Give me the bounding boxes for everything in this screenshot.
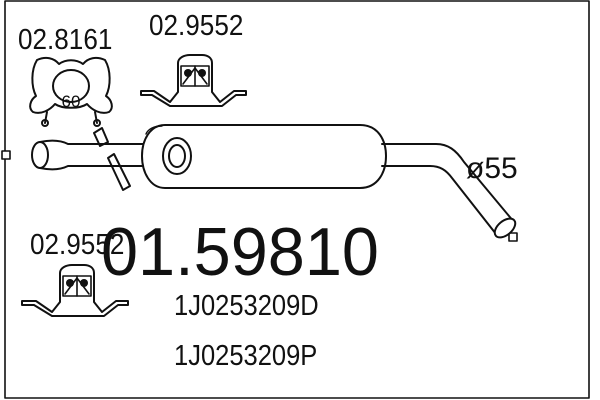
outlet-pipe [381, 143, 517, 239]
clamp-size-label: 60 [61, 92, 81, 111]
clamp-code-label: 02.8161 [18, 24, 113, 56]
silencer-icon [141, 124, 387, 189]
oe-number-2: 1J0253209P [174, 340, 318, 372]
frame-border [4, 0, 590, 399]
part-number-title: 01.59810 [101, 214, 379, 290]
inlet-connection-marker [1, 150, 11, 160]
oe-number-1: 1J0253209D [174, 290, 319, 322]
rubber-mount-icon [21, 264, 129, 317]
clamp-icon [29, 56, 113, 127]
hanger-rod-icon [93, 127, 131, 191]
outlet-connection-marker [508, 232, 518, 242]
bracket-left-code-label: 02.9552 [30, 229, 125, 261]
inlet-pipe [31, 139, 177, 171]
rubber-mount-icon [140, 54, 247, 107]
pipe-diameter-label: ø55 [466, 152, 518, 185]
bracket-top-code-label: 02.9552 [149, 10, 244, 42]
